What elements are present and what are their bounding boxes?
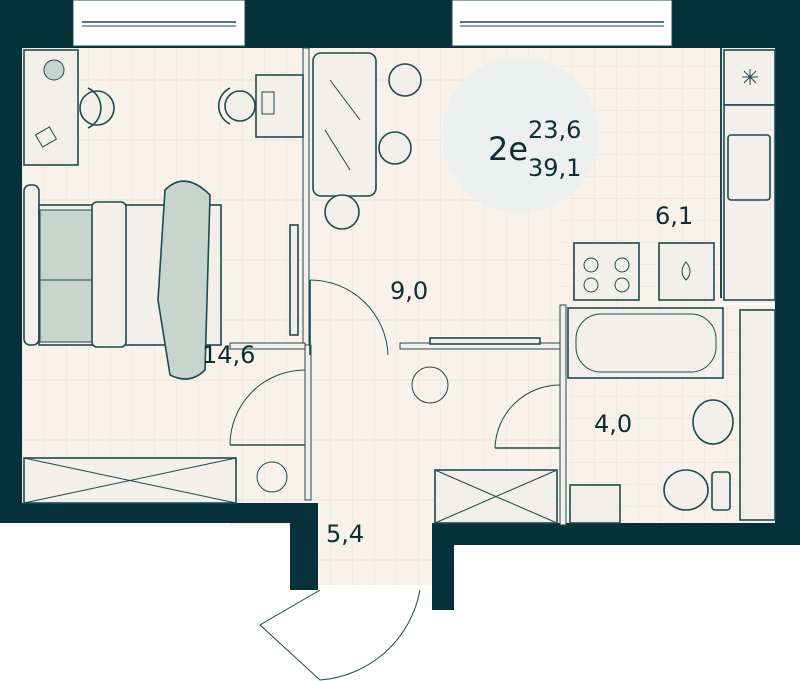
- computer-desk: [217, 74, 304, 138]
- room-area-hallway: 5,4: [326, 520, 364, 548]
- room-area-kitchen: 6,1: [655, 202, 693, 230]
- bathroom-fixtures: [434, 307, 776, 524]
- total-area-label: 39,1: [528, 154, 581, 182]
- doors: [229, 279, 561, 681]
- living-area-label: 23,6: [528, 116, 581, 144]
- desk-bedroom: [23, 49, 115, 166]
- kitchen-counter: [573, 49, 776, 301]
- room-area-living: 9,0: [390, 277, 428, 305]
- window-bedroom: [72, 0, 246, 47]
- area-badge-circle: [442, 57, 598, 213]
- apartment-type-badge: 2е: [488, 130, 528, 168]
- dining-table: [312, 52, 422, 230]
- wardrobe-bedroom: [23, 224, 299, 504]
- room-area-bedroom: 14,6: [202, 341, 255, 369]
- bed: [23, 180, 222, 380]
- room-area-bathroom: 4,0: [594, 410, 632, 438]
- window-living: [451, 0, 673, 47]
- tv-stand: [411, 337, 541, 404]
